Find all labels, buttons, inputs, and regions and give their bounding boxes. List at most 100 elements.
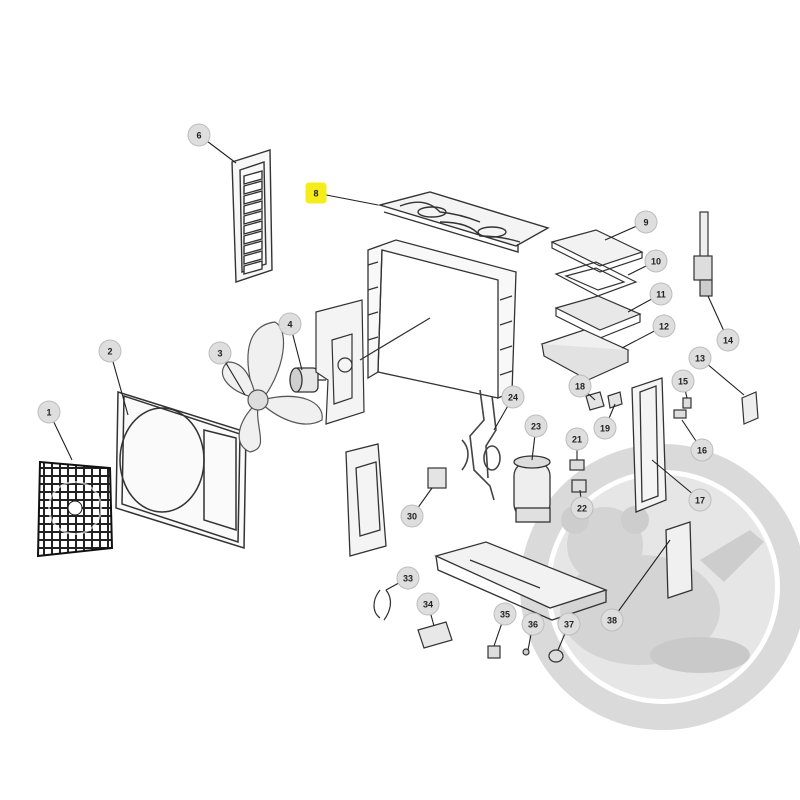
callout-17: 17 <box>688 488 712 512</box>
callout-badge-17 <box>688 488 712 512</box>
part-3-fan-blade <box>221 321 323 453</box>
grille-slat <box>243 260 263 275</box>
part-9-control-cover <box>550 229 644 273</box>
callout-12: 12 <box>652 314 676 338</box>
callout-label-11: 11 <box>656 290 666 300</box>
part-10-control-frame <box>554 261 638 297</box>
callout-label-35: 35 <box>500 610 510 620</box>
part-36-screw <box>522 648 530 656</box>
callout-badge-36 <box>521 612 545 636</box>
callout-badge-11 <box>649 282 673 306</box>
callout-badge-22 <box>570 496 594 520</box>
callout-label-38: 38 <box>607 616 617 626</box>
callout-13: 13 <box>688 346 712 370</box>
callout-badge-19 <box>593 416 617 440</box>
callout-badge-13 <box>688 346 712 370</box>
part-21-connector <box>569 459 585 471</box>
callout-11: 11 <box>649 282 673 306</box>
callout-37: 37 <box>557 612 581 636</box>
callout-badge-8 <box>305 182 327 204</box>
partition-panel <box>345 443 387 557</box>
callout-15: 15 <box>671 369 695 393</box>
callout-label-36: 36 <box>528 620 538 630</box>
part-13-cover-plate <box>741 391 759 425</box>
grille-slat <box>243 200 263 215</box>
callout-label-6: 6 <box>196 131 201 141</box>
grille-slat <box>243 240 263 255</box>
callout-badge-2 <box>98 339 122 363</box>
callout-22: 22 <box>570 496 594 520</box>
callout-6: 6 <box>187 123 211 147</box>
part-24-piping <box>461 389 501 501</box>
part-12-control-box <box>540 329 630 381</box>
watermark-logo <box>520 444 800 730</box>
callout-1: 1 <box>37 400 61 424</box>
grille-slat <box>243 250 263 265</box>
callout-label-1: 1 <box>46 408 51 418</box>
callout-badge-24 <box>501 385 525 409</box>
callout-badge-12 <box>652 314 676 338</box>
callout-badge-37 <box>557 612 581 636</box>
callout-24: 24 <box>501 385 525 409</box>
callout-badge-21 <box>565 427 589 451</box>
part-8-top-cover <box>377 191 550 253</box>
grille-slat <box>243 170 263 185</box>
callout-4: 4 <box>278 312 302 336</box>
part-38-handle <box>665 521 693 599</box>
callout-label-15: 15 <box>678 377 688 387</box>
part-6-side-grille <box>231 149 273 283</box>
callout-label-14: 14 <box>723 336 733 346</box>
base-pan <box>434 541 608 621</box>
callout-label-9: 9 <box>643 218 648 228</box>
part-35-sensor <box>487 645 501 659</box>
part-15-fitting <box>682 397 692 409</box>
part-34-drain-tray <box>417 621 453 649</box>
callout-label-10: 10 <box>651 257 661 267</box>
grille-slat <box>243 210 263 225</box>
leader-line-38 <box>611 539 671 621</box>
callout-label-22: 22 <box>577 504 587 514</box>
callout-label-12: 12 <box>659 322 669 332</box>
callout-label-8: 8 <box>313 189 318 199</box>
callout-label-3: 3 <box>217 349 222 359</box>
part-17-right-side-panel <box>631 377 667 513</box>
part-2-front-panel <box>115 390 247 550</box>
callout-8: 8 <box>305 182 327 204</box>
callout-label-24: 24 <box>508 393 518 403</box>
callout-label-18: 18 <box>575 382 585 392</box>
callout-label-37: 37 <box>564 620 574 630</box>
callout-badge-35 <box>493 602 517 626</box>
part-37-drain-plug <box>548 649 564 663</box>
callout-badge-4 <box>278 312 302 336</box>
callout-16: 16 <box>690 438 714 462</box>
callout-label-34: 34 <box>423 600 433 610</box>
callout-badge-23 <box>524 414 548 438</box>
motor-bracket <box>315 299 365 425</box>
part-16-fitting <box>673 409 687 419</box>
part-33-wire-harness <box>373 589 392 621</box>
callout-23: 23 <box>524 414 548 438</box>
callout-badge-14 <box>716 328 740 352</box>
callout-badge-3 <box>208 341 232 365</box>
callout-3: 3 <box>208 341 232 365</box>
callout-label-4: 4 <box>287 320 292 330</box>
callout-19: 19 <box>593 416 617 440</box>
callout-10: 10 <box>644 249 668 273</box>
part-14-valve-assembly <box>693 211 713 297</box>
callout-badge-33 <box>396 566 420 590</box>
callout-badge-38 <box>600 608 624 632</box>
callout-label-19: 19 <box>600 424 610 434</box>
callout-label-16: 16 <box>697 446 707 456</box>
grille-slat <box>243 180 263 195</box>
part-11-pcb-board <box>554 295 642 339</box>
callout-18: 18 <box>568 374 592 398</box>
callout-badge-18 <box>568 374 592 398</box>
callout-30: 30 <box>400 504 424 528</box>
condenser-coil <box>359 239 517 399</box>
callout-badge-16 <box>690 438 714 462</box>
callout-badge-9 <box>634 210 658 234</box>
callout-21: 21 <box>565 427 589 451</box>
part-1-front-grille <box>36 460 114 558</box>
